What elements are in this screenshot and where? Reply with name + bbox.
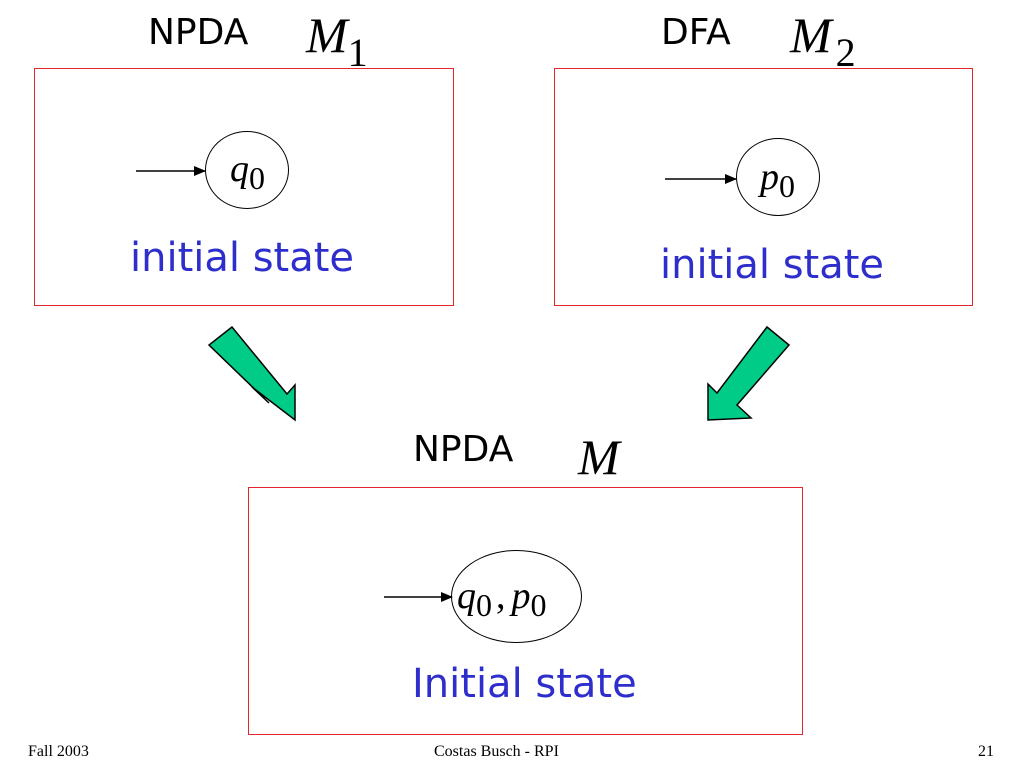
combined-state-sub1: 0 <box>476 587 492 623</box>
combined-state-sub2: 0 <box>530 587 547 623</box>
combined-type-label: NPDA <box>413 429 514 470</box>
machine1-caption: initial state <box>130 235 355 281</box>
footer-left: Fall 2003 <box>28 743 89 760</box>
machine1-state-var: q <box>230 148 249 190</box>
machine2-symbol-subscript: 2 <box>835 30 856 75</box>
combined-symbol: M <box>578 429 620 485</box>
machine2-caption: initial state <box>660 242 885 288</box>
machine1-state-sub: 0 <box>249 160 265 196</box>
footer-center: Costas Busch - RPI <box>434 743 559 760</box>
combined-initial-state-circle <box>451 550 582 643</box>
machine1-symbol: M1 <box>306 7 368 73</box>
footer-page-number: 21 <box>978 743 994 760</box>
machine2-state-label: p0 <box>760 156 795 202</box>
combined-state-label: q0,p0 <box>457 575 547 621</box>
combined-state-var2: p <box>511 575 531 617</box>
combined-state-var1: q <box>457 575 476 617</box>
machine2-state-sub: 0 <box>779 168 795 204</box>
machine2-type-label: DFA <box>661 12 731 53</box>
machine1-symbol-letter: M <box>306 7 348 63</box>
combined-caption: Initial state <box>412 661 637 707</box>
machine1-symbol-subscript: 1 <box>347 30 368 75</box>
machine2-symbol-letter: M <box>790 7 832 63</box>
machine2-state-var: p <box>760 156 779 198</box>
combined-state-separator: , <box>496 575 506 617</box>
machine1-initial-state-circle <box>205 131 289 209</box>
machine1-type-label: NPDA <box>148 12 249 53</box>
machine1-state-label: q0 <box>230 148 265 194</box>
left-green-arrow-icon <box>207 325 296 422</box>
right-green-arrow-icon <box>707 325 791 421</box>
